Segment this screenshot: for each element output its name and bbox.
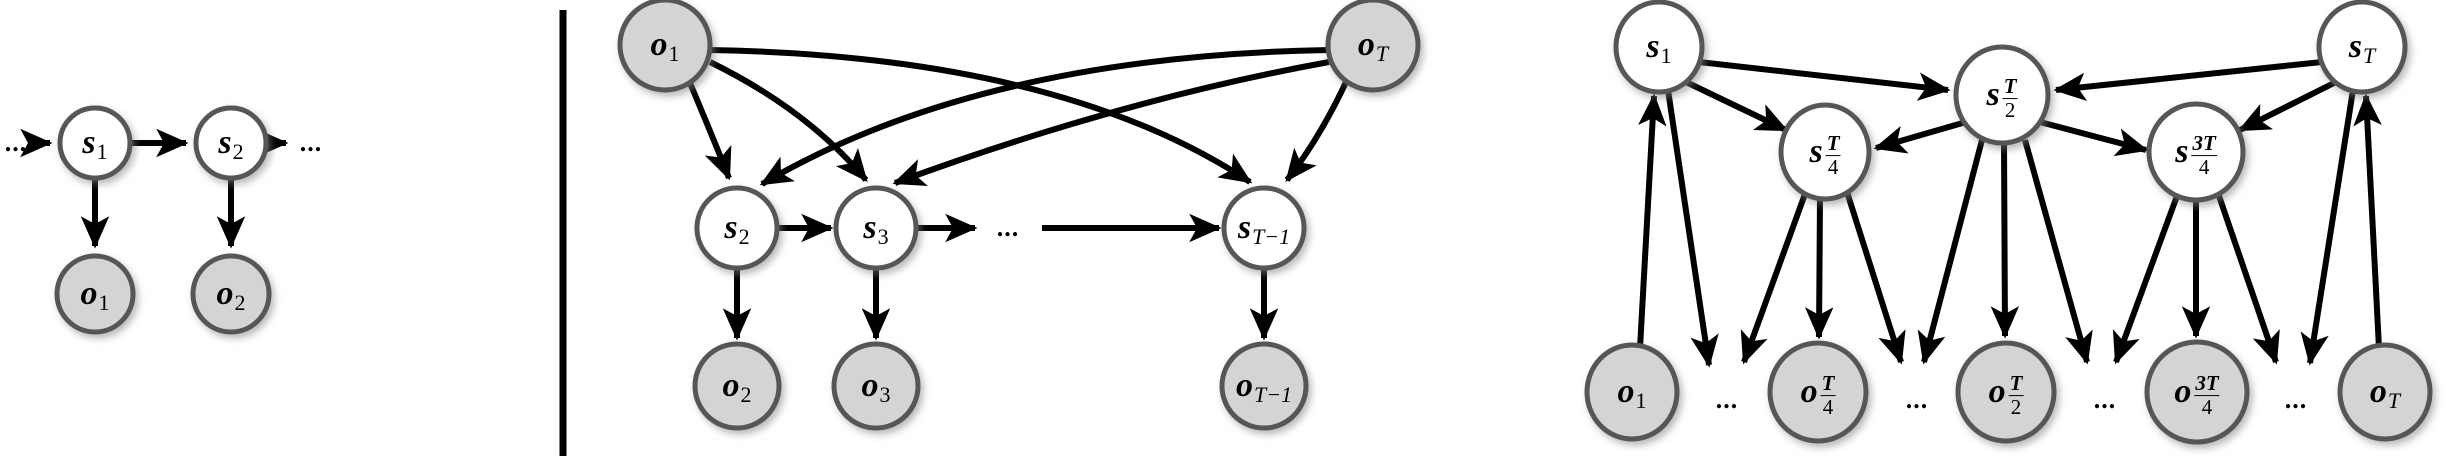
node-state-sT[interactable] bbox=[2316, 0, 2408, 95]
node-state-s3[interactable] bbox=[833, 185, 919, 271]
node-state-s1[interactable] bbox=[57, 105, 133, 181]
node-observation-o3T-over-4[interactable] bbox=[2144, 339, 2250, 445]
node-state-s2[interactable] bbox=[193, 105, 269, 181]
edge-o1-to-sTm1 bbox=[709, 47, 1253, 185]
node-observation-o1[interactable] bbox=[54, 253, 136, 335]
edge-s3T4-to-dots-4 bbox=[2216, 195, 2280, 365]
edge-sT2-to-dots-2 bbox=[1917, 139, 1985, 365]
edge-s1-to-sT2 bbox=[1698, 59, 1951, 101]
edge-o1-to-s3 bbox=[708, 59, 869, 182]
edge-sT4-to-dots-1 bbox=[1740, 192, 1808, 365]
node-state-sT-over-4[interactable] bbox=[1778, 102, 1872, 202]
node-observation-oT[interactable] bbox=[2337, 342, 2433, 442]
edge-sT2-to-oT2 bbox=[1990, 141, 2020, 339]
edge-s1-to-dots-1 bbox=[1665, 89, 1719, 368]
edge-sT-to-sT2 bbox=[2053, 59, 2323, 102]
edge-sT2-to-dots-3 bbox=[2022, 139, 2093, 365]
panel-middle-edges bbox=[687, 47, 1350, 341]
panel-left-edges bbox=[20, 128, 289, 249]
edge-oT-to-s2 bbox=[759, 47, 1330, 187]
node-state-s1[interactable] bbox=[1613, 0, 1705, 95]
edge-s1-to-sT4 bbox=[1684, 79, 1789, 133]
edge-oT-to-sT bbox=[2353, 93, 2382, 349]
node-observation-oT-over-2[interactable] bbox=[1955, 340, 2057, 444]
panel-left-nodes bbox=[54, 105, 272, 335]
edge-sT2-to-sT4 bbox=[1873, 119, 1967, 154]
edge-s3T4-to-dots-3 bbox=[2112, 194, 2180, 365]
edge-o1-to-s1 bbox=[1637, 93, 1667, 349]
edge-sT-to-dots-4 bbox=[2300, 89, 2356, 366]
node-observation-oT-over-4[interactable] bbox=[1767, 340, 1869, 444]
node-observation-o2[interactable] bbox=[692, 341, 782, 431]
edge-sT4-to-dots-2 bbox=[1844, 191, 1906, 365]
edge-sT2-to-s3T4 bbox=[2039, 119, 2149, 157]
node-observation-oT-minus-1[interactable] bbox=[1219, 341, 1309, 431]
edge-oT-to-s3 bbox=[892, 59, 1330, 187]
node-observation-o2[interactable] bbox=[190, 253, 272, 335]
edge-o1-to-s2 bbox=[687, 81, 732, 181]
node-state-s2[interactable] bbox=[694, 185, 780, 271]
panel-right-nodes bbox=[1584, 0, 2433, 445]
edge-sT-to-s3T4 bbox=[2237, 79, 2338, 133]
node-observation-o1[interactable] bbox=[617, 0, 713, 93]
edge-oT-to-sTm1 bbox=[1284, 78, 1350, 183]
node-state-sT-minus-1[interactable] bbox=[1221, 185, 1307, 271]
panel-middle-nodes bbox=[617, 0, 1421, 431]
edge-sT4-to-oT4 bbox=[1804, 197, 1834, 340]
node-state-sT-over-2[interactable] bbox=[1953, 44, 2051, 146]
node-observation-o3[interactable] bbox=[831, 341, 921, 431]
node-observation-oT[interactable] bbox=[1325, 0, 1421, 93]
panel-right-edges bbox=[1637, 59, 2382, 368]
node-observation-o1[interactable] bbox=[1584, 342, 1680, 442]
node-state-s3T-over-4[interactable] bbox=[2146, 101, 2246, 203]
